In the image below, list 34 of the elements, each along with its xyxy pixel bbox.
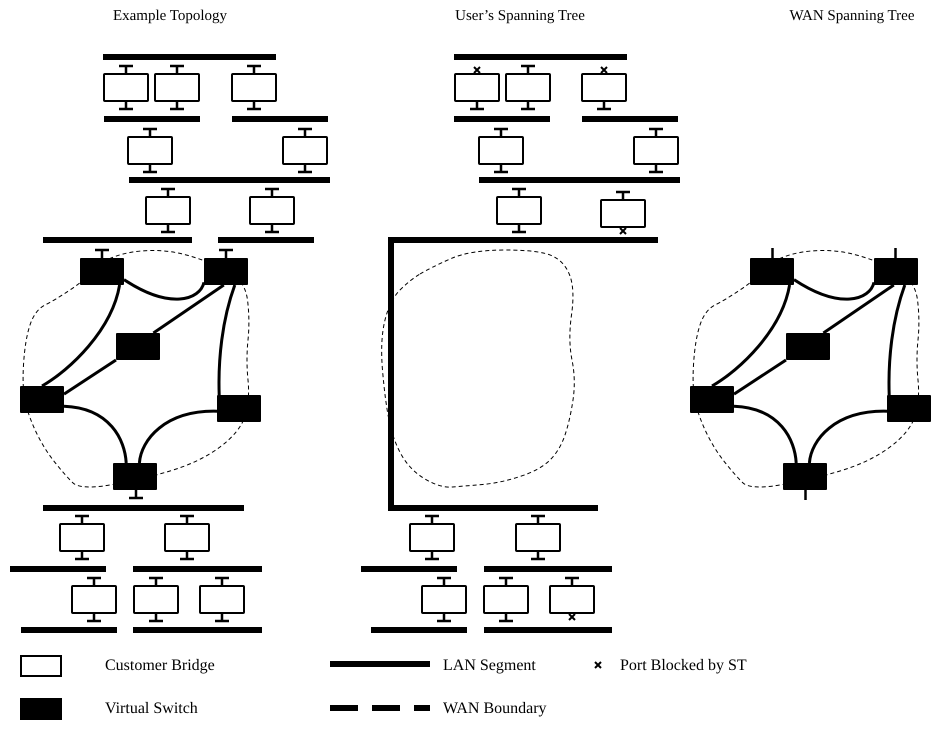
virtual-switch (874, 258, 918, 285)
legend-label: Port Blocked by ST (620, 657, 747, 675)
virtual-switch (786, 333, 830, 360)
legend-label: WAN Boundary (443, 700, 547, 718)
link-line (793, 278, 876, 300)
panel-title: User’s Spanning Tree (455, 8, 585, 25)
virtual-switch (20, 386, 64, 413)
panel-title: WAN Spanning Tree (790, 8, 914, 25)
link-line (152, 284, 225, 334)
link-line (888, 284, 906, 396)
virtual-switch (750, 258, 794, 285)
virtual-switch (113, 463, 157, 490)
virtual-switch (783, 463, 827, 490)
virtual-switch (80, 258, 124, 285)
virtual-switch (116, 333, 160, 360)
link-line (711, 284, 792, 388)
link-line (733, 358, 787, 396)
link-line (218, 284, 236, 396)
legend-label: Customer Bridge (105, 657, 215, 675)
link-line (138, 410, 218, 464)
link-line (41, 284, 122, 388)
legend-label: LAN Segment (443, 657, 536, 675)
panel-title: Example Topology (112, 8, 228, 25)
virtual-switch (204, 258, 248, 285)
virtual-switch (217, 395, 261, 422)
link-line (64, 404, 128, 464)
link-line (822, 284, 895, 334)
link-line (63, 358, 117, 396)
link-line (123, 278, 206, 300)
virtual-switch (690, 386, 734, 413)
link-line (808, 410, 888, 464)
virtual-switch (887, 395, 931, 422)
link-line (734, 404, 798, 464)
legend-label: Virtual Switch (105, 700, 198, 718)
